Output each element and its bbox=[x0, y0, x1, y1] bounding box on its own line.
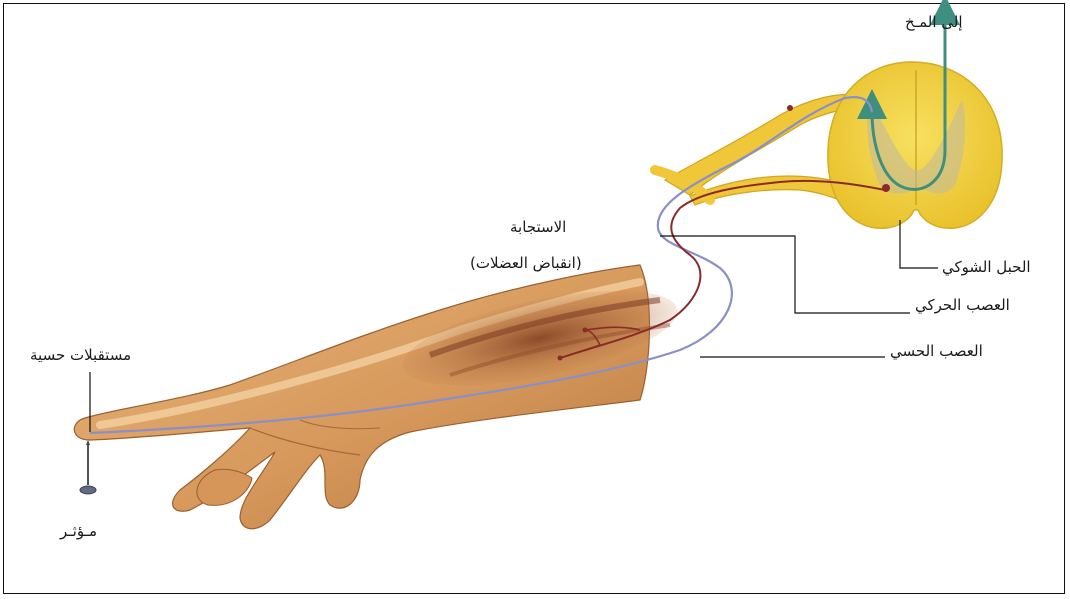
label-muscle-contraction: (انقباض العضلات) bbox=[470, 254, 582, 272]
motor-nerve-leader bbox=[660, 236, 910, 313]
spinal-cord-leader bbox=[900, 220, 938, 268]
label-motor-nerve: العصب الحركي bbox=[915, 296, 1010, 314]
label-sensory-receptors: مستقبلات حسية bbox=[30, 346, 131, 364]
ganglion-marker bbox=[787, 105, 793, 111]
spinal-cord-cross-section bbox=[828, 62, 1002, 228]
label-to-brain: إلى المـخ bbox=[905, 13, 963, 31]
label-spinal-cord: الحبل الشوكي bbox=[942, 258, 1031, 276]
stimulus-pin bbox=[80, 440, 96, 494]
label-stimulus: مـؤثـر bbox=[60, 522, 97, 540]
interneuron-synapse-marker bbox=[882, 184, 890, 192]
label-sensory-nerve: العصب الحسي bbox=[890, 342, 983, 360]
label-response: الاستجابة bbox=[510, 218, 566, 236]
